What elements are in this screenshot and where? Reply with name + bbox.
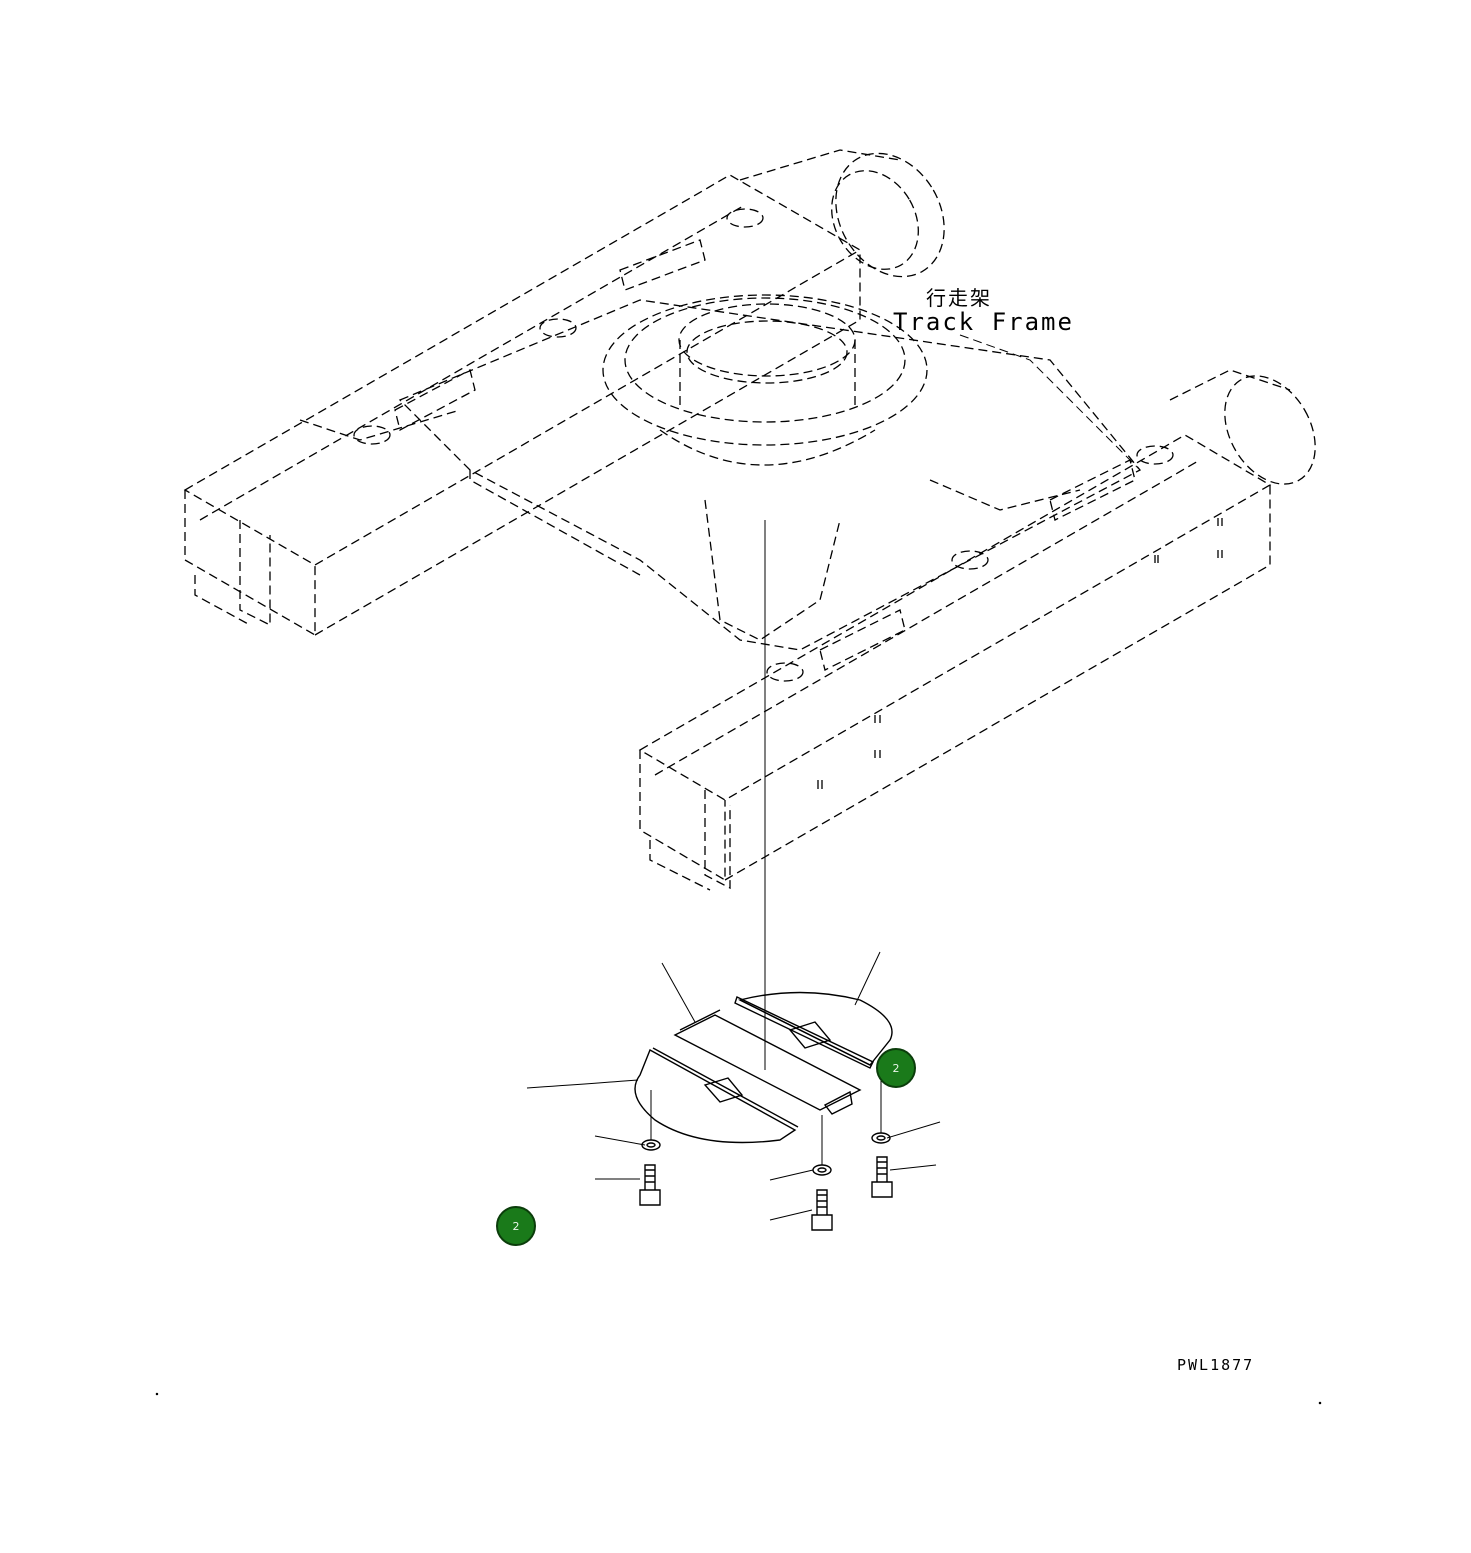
part-hotspot-2-lower[interactable]: 2 [496, 1206, 536, 1246]
leader-lines [526, 334, 1141, 1221]
drawing-code: PWL1877 [1177, 1356, 1255, 1374]
track-frame-outline [183, 149, 1316, 891]
cover-parts [634, 991, 893, 1144]
track-frame-label: Track Frame [893, 308, 1074, 336]
fasteners [639, 1070, 893, 1231]
track-frame-label-cjk: 行走架 [926, 286, 992, 310]
part-hotspot-2-upper[interactable]: 2 [876, 1048, 916, 1088]
